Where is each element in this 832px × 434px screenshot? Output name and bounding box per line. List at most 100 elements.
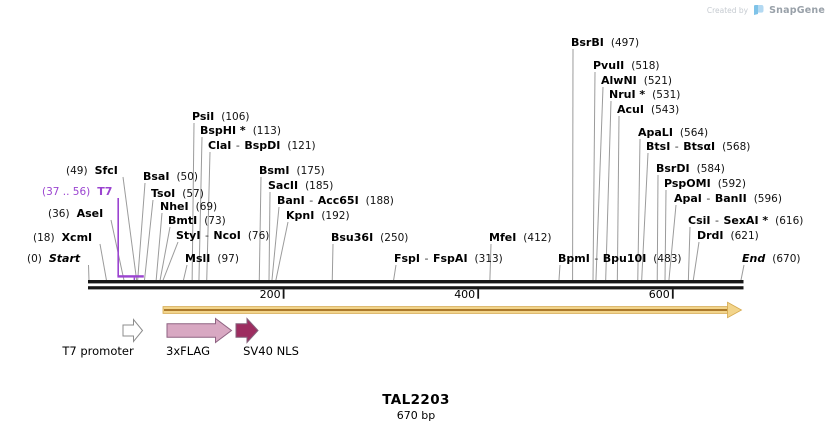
site-label-bani-acc65i[interactable]: BanI - Acc65I (188)	[277, 194, 394, 208]
site-label-apai-banii[interactable]: ApaI - BanII(596)	[674, 192, 782, 206]
site-position: (250)	[380, 232, 409, 244]
site-name: DrdI	[697, 229, 724, 242]
site-label-bsrdi[interactable]: BsrDI(584)	[656, 162, 725, 176]
site-label-bsrbi[interactable]: BsrBI(497)	[571, 36, 639, 50]
site-position: (69)	[195, 201, 218, 213]
site-name-part: StyI	[176, 229, 201, 242]
site-label-sfci[interactable]: (49)SfcI	[66, 164, 118, 178]
site-label-pspomi[interactable]: PspOMI(592)	[664, 177, 746, 191]
leader-line-psii	[191, 122, 195, 281]
site-label-start[interactable]: (0)Start	[27, 252, 80, 266]
feature-arrow-3xflag[interactable]	[166, 317, 233, 344]
site-name: CsiI - SexAI *	[688, 214, 768, 227]
site-position: (97)	[217, 253, 239, 265]
site-name-part: ApaLI	[638, 126, 673, 139]
site-position: (188)	[365, 195, 394, 207]
site-label-csii-sexai[interactable]: CsiI - SexAI *(616)	[688, 214, 803, 228]
site-name: BmtI	[168, 214, 197, 227]
site-name-part: BsrBI	[571, 36, 604, 49]
site-name-part: BsrDI	[656, 162, 690, 175]
site-label-fspi-fspai[interactable]: FspI - FspAI(313)	[394, 252, 503, 266]
site-label-nrui[interactable]: NruI *(531)	[609, 88, 680, 102]
site-label-end[interactable]: End(670)	[742, 252, 800, 266]
sequence-line-top	[88, 280, 744, 284]
site-position: (73)	[204, 215, 226, 227]
site-name-part: KpnI	[286, 209, 315, 222]
site-position: (37 .. 56)	[42, 186, 91, 198]
site-label-xcmi[interactable]: (18) XcmI	[33, 231, 92, 245]
site-label-apali[interactable]: ApaLI(564)	[638, 126, 708, 140]
site-name: BsmI	[259, 164, 290, 177]
site-name: PsiI	[192, 110, 214, 123]
site-name-part: Bsu36I	[331, 231, 374, 244]
ruler-label-600: 600	[648, 287, 670, 301]
site-name-part: Start	[48, 252, 81, 265]
site-name: End	[742, 252, 765, 265]
site-name-separator: -	[201, 229, 213, 242]
site-name-part: Acc65I	[317, 194, 359, 207]
leader-line-bpmi-bpu10i	[558, 264, 561, 281]
leader-line-bsrdi	[656, 174, 659, 281]
sequence-line-bottom	[88, 286, 744, 290]
site-label-acui[interactable]: AcuI(543)	[617, 103, 679, 117]
site-label-nhei[interactable]: NheI (69)	[160, 200, 217, 214]
site-label-styi-ncoi[interactable]: StyI - NcoI(76)	[176, 229, 269, 243]
site-label-pvuii[interactable]: PvuII(518)	[593, 59, 659, 73]
site-label-clai-bspdi[interactable]: ClaI - BspDI(121)	[208, 139, 316, 153]
leader-line-drdi	[692, 241, 700, 281]
site-label-bsu36i[interactable]: Bsu36I (250)	[331, 231, 408, 245]
leader-line-alwni	[595, 86, 604, 281]
site-label-mfei[interactable]: MfeI(412)	[489, 231, 552, 245]
feature-arrow-sv40-nls[interactable]	[235, 317, 259, 344]
leader-line-bsu36i	[331, 243, 334, 281]
site-label-drdi[interactable]: DrdI(621)	[697, 229, 759, 243]
site-name: Start	[49, 252, 80, 265]
site-label-btsi-bts-i[interactable]: BtsI - BtsαI(568)	[646, 140, 750, 154]
site-label-psii[interactable]: PsiI(106)	[192, 110, 250, 124]
site-name: SacII	[268, 179, 298, 192]
site-label-bsmi[interactable]: BsmI(175)	[259, 164, 325, 178]
site-position: (36)	[48, 208, 70, 220]
site-label-kpni[interactable]: KpnI(192)	[286, 209, 350, 223]
region-tick-t7	[133, 277, 136, 281]
site-label-asei[interactable]: (36)AseI	[48, 207, 103, 221]
site-name-part: BanI	[277, 194, 305, 207]
leader-line-fspi-fspai	[393, 264, 397, 281]
region-label-t7[interactable]: (37 .. 56)T7	[42, 185, 112, 199]
site-label-msli[interactable]: MslI (97)	[185, 252, 239, 266]
site-position: (50)	[176, 171, 199, 183]
site-position: (518)	[631, 60, 660, 72]
site-name-part: MslI	[185, 252, 211, 265]
site-label-bpmi-bpu10i[interactable]: BpmI - Bpu10I(483)	[558, 252, 682, 266]
site-name-separator: -	[305, 194, 317, 207]
created-by-text: Created by	[706, 5, 749, 15]
feature-label-sv40-nls: SV40 NLS	[243, 344, 299, 358]
leader-line-pspomi	[664, 189, 667, 281]
site-label-sacii[interactable]: SacII(185)	[268, 179, 333, 193]
leader-line-bsai	[137, 182, 146, 281]
site-label-bmti[interactable]: BmtI (73)	[168, 214, 226, 228]
site-name-part: AlwNI	[601, 74, 637, 87]
feature-arrow-t7-promoter[interactable]	[122, 318, 144, 343]
site-label-alwni[interactable]: AlwNI(521)	[601, 74, 672, 88]
site-name: KpnI	[286, 209, 314, 222]
ruler-tick-600	[671, 289, 674, 299]
site-label-bsphi[interactable]: BspHI *(113)	[200, 124, 281, 138]
leader-line-msli	[182, 264, 188, 281]
leader-line-sfci	[122, 176, 138, 281]
site-name-part: SfcI	[94, 164, 118, 177]
site-name-part: NruI *	[609, 88, 646, 101]
site-name: MfeI	[489, 231, 516, 244]
site-name-part: ApaI	[674, 192, 702, 205]
site-position: (313)	[474, 253, 503, 265]
site-label-bsai[interactable]: BsaI(50)	[143, 170, 198, 184]
site-position: (18)	[33, 232, 55, 244]
site-name-part: ClaI	[208, 139, 232, 152]
site-name-part: XcmI	[61, 231, 93, 244]
site-name: MslI	[185, 252, 210, 265]
site-name-part: NheI	[160, 200, 189, 213]
site-name: AlwNI	[601, 74, 637, 87]
site-label-tsoi[interactable]: TsoI(57)	[151, 187, 204, 201]
site-name: BsrDI	[656, 162, 690, 175]
site-name-part: SexAI *	[723, 214, 769, 227]
